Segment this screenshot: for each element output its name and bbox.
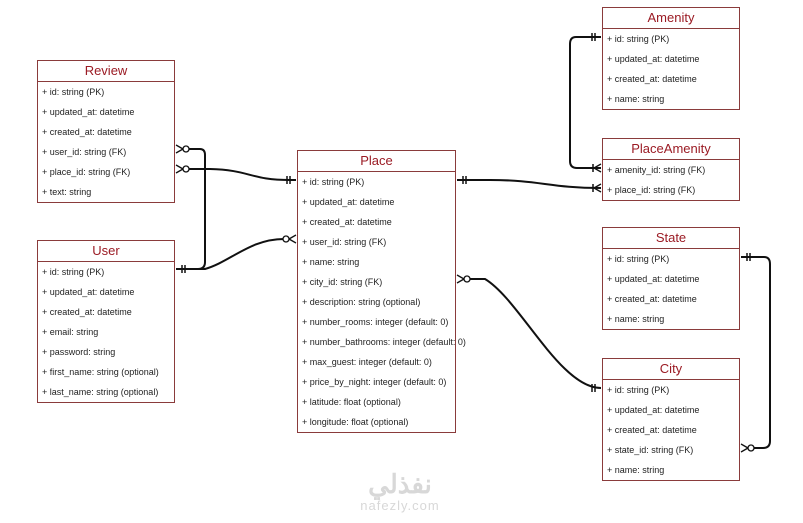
entity-title: PlaceAmenity (603, 139, 739, 160)
entity-field: + id: string (PK) (607, 385, 670, 395)
entity-field: + place_id: string (FK) (607, 185, 696, 195)
entity-review: Review + id: string (PK) + updated_at: dat… (37, 60, 175, 203)
crows-foot-marker (175, 144, 184, 150)
watermark-arabic: نفذلي (368, 469, 432, 499)
entity-field: + updated_at: datetime (607, 274, 700, 284)
entity-field: + user_id: string (FK) (302, 237, 387, 247)
crows-foot-marker (593, 163, 602, 169)
entity-field: + id: string (PK) (607, 254, 670, 264)
crows-foot-marker (456, 278, 465, 284)
entity-field: + number_rooms: integer (default: 0) (302, 317, 449, 327)
entity-placeamenity: PlaceAmenity + amenity_id: string (FK) + p… (602, 138, 740, 201)
entity-field: + price_by_night: integer (default: 0) (302, 377, 447, 387)
link-amenity-placeamenity (569, 36, 601, 169)
zero-marker (182, 145, 190, 153)
entity-field: + updated_at: datetime (607, 405, 700, 415)
entity-title: User (38, 241, 174, 262)
entity-user: User + id: string (PK) + updated_at: datet… (37, 240, 175, 403)
entity-field: + max_guest: integer (default: 0) (302, 357, 432, 367)
entity-city: City + id: string (PK) + updated_at: datet… (602, 358, 740, 481)
entity-field: + created_at: datetime (302, 217, 392, 227)
entity-title: Place (298, 151, 455, 172)
entity-field: + id: string (PK) (42, 267, 105, 277)
entity-field: + id: string (PK) (302, 177, 365, 187)
entity-field: + created_at: datetime (607, 425, 697, 435)
crows-foot-marker (288, 238, 297, 244)
entity-field: + email: string (42, 327, 99, 337)
link-place-city (470, 278, 602, 389)
entity-field: + updated_at: datetime (607, 54, 700, 64)
link-place-placeamenity (457, 179, 602, 189)
entity-title: Amenity (603, 8, 739, 29)
watermark: نفذلي nafezly.com (350, 470, 450, 513)
entity-field: + id: string (PK) (607, 34, 670, 44)
entity-field: + text: string (42, 187, 92, 197)
crows-foot-marker (175, 164, 184, 170)
crows-foot-marker (175, 148, 184, 154)
entity-field: + created_at: datetime (42, 307, 132, 317)
entity-title: City (603, 359, 739, 380)
entity-field: + name: string (607, 314, 665, 324)
zero-marker (282, 235, 290, 243)
entity-field: + place_id: string (FK) (42, 167, 131, 177)
crows-foot-marker (456, 274, 465, 280)
entity-field: + number_bathrooms: integer (default: 0) (302, 337, 466, 347)
entity-field: + updated_at: datetime (42, 107, 135, 117)
crows-foot-marker (593, 167, 602, 173)
entity-field: + amenity_id: string (FK) (607, 165, 706, 175)
entity-field: + user_id: string (FK) (42, 147, 127, 157)
entity-field: + created_at: datetime (607, 74, 697, 84)
crows-foot-marker (593, 183, 602, 189)
zero-marker (182, 165, 190, 173)
entity-field: + id: string (PK) (42, 87, 105, 97)
entity-field: + updated_at: datetime (42, 287, 135, 297)
crows-foot-marker (288, 234, 297, 240)
entity-amenity: Amenity + id: string (PK) + updated_at: da… (602, 7, 740, 110)
entity-field: + updated_at: datetime (302, 197, 395, 207)
watermark-latin: nafezly.com (360, 498, 440, 513)
zero-marker (463, 275, 471, 283)
entity-field: + city_id: string (FK) (302, 277, 383, 287)
crows-foot-marker (740, 447, 749, 453)
crows-foot-marker (593, 187, 602, 193)
zero-marker (747, 444, 755, 452)
entity-field: + name: string (302, 257, 360, 267)
entity-field: + created_at: datetime (42, 127, 132, 137)
link-state-city (741, 256, 771, 449)
entity-field: + state_id: string (FK) (607, 445, 694, 455)
entity-title: Review (38, 61, 174, 82)
entity-field: + first_name: string (optional) (42, 367, 159, 377)
entity-field: + created_at: datetime (607, 294, 697, 304)
entity-title: State (603, 228, 739, 249)
crows-foot-marker (175, 168, 184, 174)
entity-state: State + id: string (PK) + updated_at: date… (602, 227, 740, 330)
entity-field: + name: string (607, 94, 665, 104)
entity-field: + longitude: float (optional) (302, 417, 409, 427)
entity-place: Place + id: string (PK) + updated_at: date… (297, 150, 466, 433)
crows-foot-marker (740, 443, 749, 449)
entity-field: + name: string (607, 465, 665, 475)
entity-field: + last_name: string (optional) (42, 387, 159, 397)
entity-field: + description: string (optional) (302, 297, 421, 307)
entity-field: + password: string (42, 347, 116, 357)
link-user-place (176, 238, 285, 270)
entity-field: + latitude: float (optional) (302, 397, 401, 407)
